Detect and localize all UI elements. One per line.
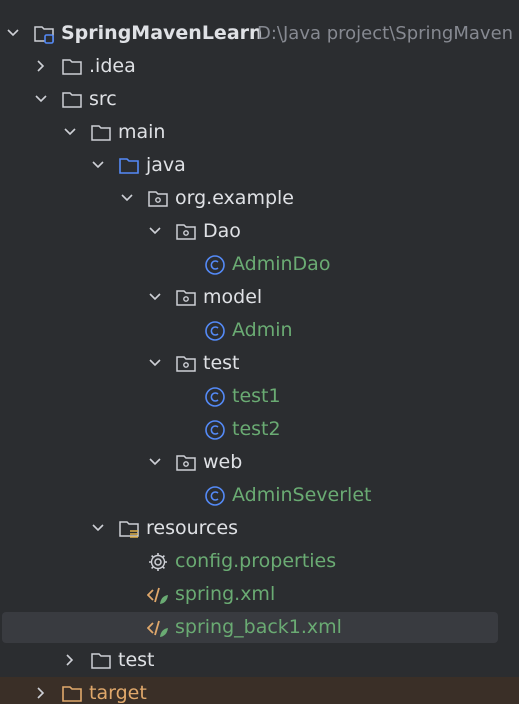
chevron-down-icon[interactable] bbox=[148, 455, 162, 469]
spring-xml-icon bbox=[147, 620, 168, 637]
tree-row-project[interactable]: SpringMavenLearn D:\Java project\SpringM… bbox=[0, 17, 519, 50]
chevron-down-icon[interactable] bbox=[91, 158, 105, 172]
tree-item-label: Dao bbox=[203, 220, 241, 242]
package-icon bbox=[176, 290, 196, 306]
tree-item-label: target bbox=[89, 682, 147, 704]
tree-row-admin[interactable]: Admin bbox=[0, 314, 519, 347]
tree-item-label: AdminSeverlet bbox=[232, 484, 372, 506]
tree-item-label: test1 bbox=[232, 385, 281, 407]
tree-row-test2[interactable]: test2 bbox=[0, 413, 519, 446]
class-icon bbox=[205, 486, 225, 506]
tree-item-label: .idea bbox=[89, 55, 136, 77]
chevron-right-icon[interactable] bbox=[34, 686, 48, 700]
tree-item-label: src bbox=[89, 88, 117, 110]
chevron-right-icon[interactable] bbox=[34, 59, 48, 73]
chevron-down-icon[interactable] bbox=[63, 125, 77, 139]
package-icon bbox=[176, 455, 196, 471]
settings-gear-icon bbox=[149, 553, 167, 571]
tree-row-test1[interactable]: test1 bbox=[0, 380, 519, 413]
folder-icon bbox=[62, 59, 82, 75]
tree-item-label: web bbox=[203, 451, 243, 473]
tree-row-model[interactable]: model bbox=[0, 281, 519, 314]
tree-item-label: SpringMavenLearn bbox=[61, 22, 263, 44]
spring-xml-icon bbox=[147, 587, 168, 604]
tree-row-java[interactable]: java bbox=[0, 149, 519, 182]
tree-row-spring-xml[interactable]: spring.xml bbox=[0, 578, 519, 611]
tree-row-config-properties[interactable]: config.properties bbox=[0, 545, 519, 578]
tree-row-dao[interactable]: Dao bbox=[0, 215, 519, 248]
tree-row-main[interactable]: main bbox=[0, 116, 519, 149]
tree-row-test-dir[interactable]: test bbox=[0, 644, 519, 677]
tree-item-label: main bbox=[118, 121, 166, 143]
tree-item-label: org.example bbox=[175, 187, 294, 209]
chevron-down-icon[interactable] bbox=[91, 521, 105, 535]
tree-row-resources[interactable]: resources bbox=[0, 512, 519, 545]
chevron-down-icon[interactable] bbox=[6, 26, 20, 40]
tree-row-target[interactable]: target bbox=[0, 677, 519, 704]
tree-row-org-example[interactable]: org.example bbox=[0, 182, 519, 215]
chevron-down-icon[interactable] bbox=[34, 92, 48, 106]
class-icon bbox=[205, 387, 225, 407]
folder-icon bbox=[62, 92, 82, 108]
tree-item-label: Admin bbox=[232, 319, 293, 341]
tree-row-admindao[interactable]: AdminDao bbox=[0, 248, 519, 281]
tree-item-label: test2 bbox=[232, 418, 281, 440]
folder-icon bbox=[91, 653, 111, 669]
excluded-folder-icon bbox=[62, 686, 82, 702]
class-icon bbox=[205, 420, 225, 440]
package-icon bbox=[176, 224, 196, 240]
chevron-down-icon[interactable] bbox=[148, 224, 162, 238]
tree-row-spring-back1-xml[interactable]: spring_back1.xml bbox=[0, 611, 519, 644]
tree-row-web[interactable]: web bbox=[0, 446, 519, 479]
tree-row-adminseverlet[interactable]: AdminSeverlet bbox=[0, 479, 519, 512]
chevron-down-icon[interactable] bbox=[148, 356, 162, 370]
tree-item-label: resources bbox=[146, 517, 239, 539]
tree-item-label: model bbox=[203, 286, 263, 308]
source-root-folder-icon bbox=[119, 158, 139, 174]
tree-item-label: config.properties bbox=[175, 550, 337, 572]
project-folder-icon bbox=[34, 26, 54, 44]
chevron-right-icon[interactable] bbox=[63, 653, 77, 667]
class-icon bbox=[205, 255, 225, 275]
tree-row-src[interactable]: src bbox=[0, 83, 519, 116]
tree-row-test-package[interactable]: test bbox=[0, 347, 519, 380]
project-path: D:\Java project\SpringMaven bbox=[257, 23, 514, 44]
tree-item-label: test bbox=[203, 352, 240, 374]
chevron-down-icon[interactable] bbox=[148, 290, 162, 304]
tree-item-label: spring_back1.xml bbox=[175, 616, 342, 638]
tree-item-label: spring.xml bbox=[175, 583, 276, 605]
class-icon bbox=[205, 321, 225, 341]
folder-icon bbox=[91, 125, 111, 141]
tree-item-label: test bbox=[118, 649, 155, 671]
selection-highlight bbox=[2, 612, 498, 643]
tree-item-label: AdminDao bbox=[232, 253, 331, 275]
chevron-down-icon[interactable] bbox=[120, 191, 134, 205]
resources-folder-icon bbox=[119, 521, 139, 538]
tree-item-label: java bbox=[146, 154, 186, 176]
package-icon bbox=[176, 356, 196, 372]
package-icon bbox=[148, 191, 168, 207]
tree-row-idea[interactable]: .idea bbox=[0, 50, 519, 83]
